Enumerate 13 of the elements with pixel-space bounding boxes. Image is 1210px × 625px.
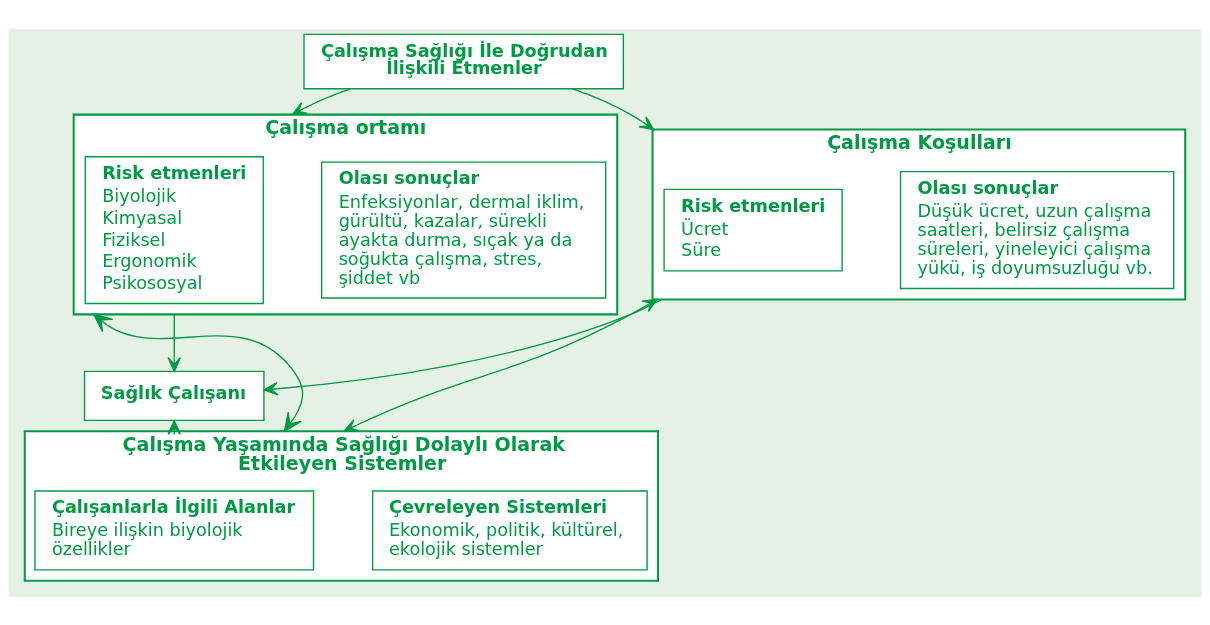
node-box: Olası sonuçlar Enfeksiyonlar, dermal iklim, gürültü, kazalar, sürekli ayakta durma, sıçak ya da soğukta çalışma, stres, şiddet vb xyxy=(321,161,607,299)
node-box: Çalışanlarla İlgili Alanlar Bireye ilişkin biyolojik özellikler xyxy=(34,489,315,570)
node-box: Çevreleyen Sistemleri Ekonomik, politik, kültürel, ekolojik sistemler xyxy=(371,489,648,570)
arrow xyxy=(167,313,182,372)
node-box: Olası sonuçlar Düşük ücret, uzun çalışma saatleri, belirsiz çalışma süreleri, yineleyici çalışma yükü, iş doyumsuzluğu vb. xyxy=(899,170,1175,289)
node-box: Sağlık Çalışanı xyxy=(83,370,265,421)
arrow xyxy=(291,87,352,115)
arrow xyxy=(263,298,663,396)
arrow xyxy=(572,87,655,130)
node-box: Risk etmenleri Biyolojik Kimyasal Fiziksel Ergonomik Psikososyal xyxy=(84,155,264,304)
node-box: Risk etmenleri Ücret Süre xyxy=(663,188,843,272)
node-box: Çalışma Sağlığı İle Doğrudan İlişkili Etmenler xyxy=(303,33,624,89)
arrow xyxy=(343,298,658,432)
